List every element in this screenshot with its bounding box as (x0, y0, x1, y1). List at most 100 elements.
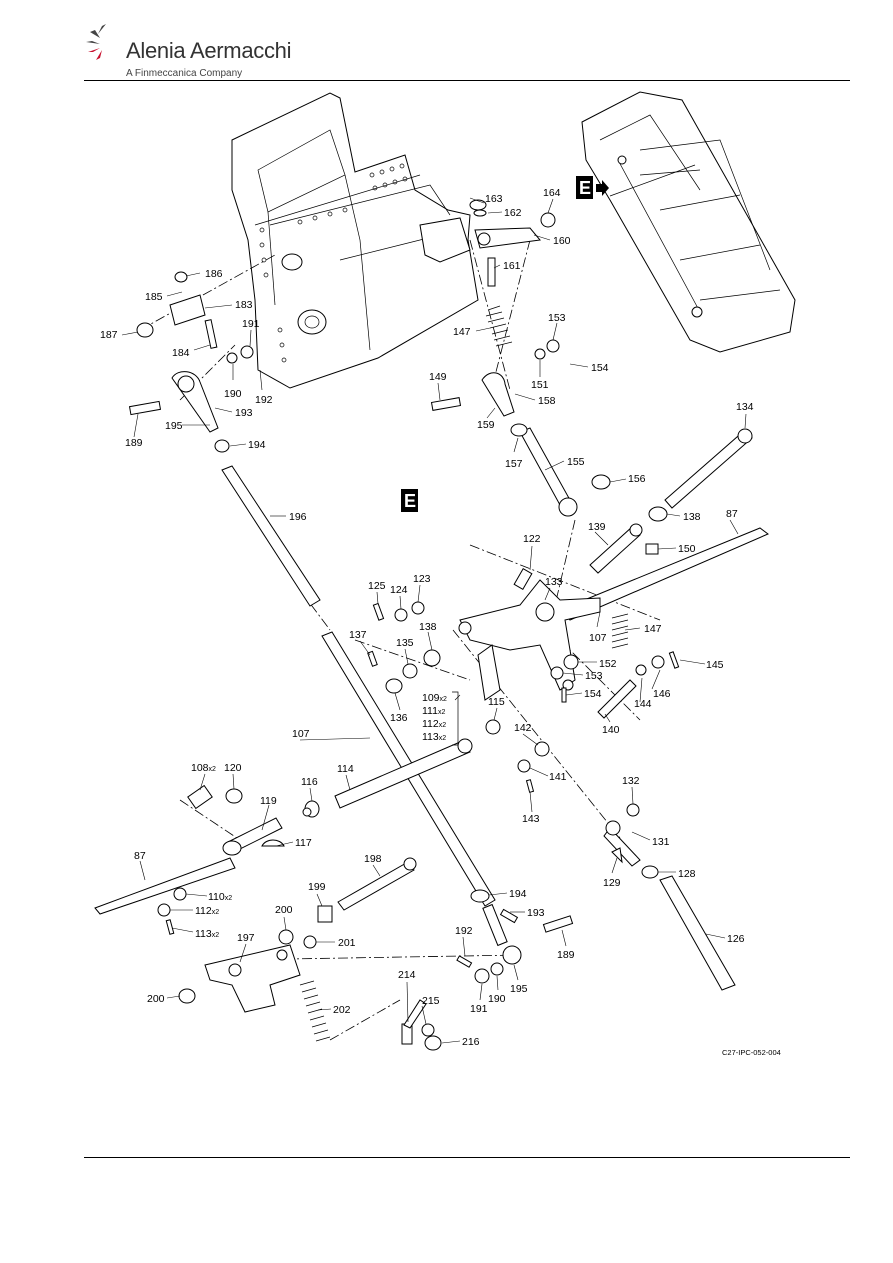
callout-147: 147 (453, 326, 471, 338)
callout-115: 115 (488, 696, 505, 708)
callout-185: 185 (145, 291, 163, 303)
callout-110: 110x2 (208, 891, 232, 903)
callout-200-b: 200 (147, 993, 165, 1005)
callout-215: 215 (422, 995, 440, 1007)
callout-131: 131 (652, 836, 670, 848)
callout-123: 123 (413, 573, 431, 585)
callout-144: 144 (634, 698, 652, 710)
callout-191: 191 (242, 318, 260, 330)
rod-139 (589, 523, 643, 574)
callout-149: 149 (429, 371, 447, 383)
callout-199: 199 (308, 881, 326, 893)
rod-114 (334, 738, 473, 809)
svg-text:E: E (404, 491, 416, 511)
callout-190-b: 190 (488, 993, 506, 1005)
callout-134: 134 (736, 401, 754, 413)
brand-subtitle: A Finmeccanica Company (126, 68, 243, 79)
callout-195-b: 195 (510, 983, 528, 995)
callout-191-b: 191 (470, 1003, 488, 1015)
callout-186: 186 (205, 268, 223, 280)
callout-155: 155 (567, 456, 585, 468)
callout-163: 163 (485, 193, 503, 205)
spring-147-lower (611, 613, 629, 649)
callout-132: 132 (622, 775, 640, 787)
callout-193-b: 193 (527, 907, 545, 919)
callout-216: 216 (462, 1036, 480, 1048)
callout-157: 157 (505, 458, 523, 470)
callout-158: 158 (538, 395, 556, 407)
callout-112: 112x2 (195, 905, 219, 917)
callout-126: 126 (727, 933, 745, 945)
callout-135: 135 (396, 637, 414, 649)
rod-155 (519, 427, 578, 517)
callout-156: 156 (628, 473, 646, 485)
rod-198 (337, 857, 417, 911)
callout-120: 120 (224, 762, 242, 774)
callout-160: 160 (553, 235, 571, 247)
callout-87: 87 (726, 508, 738, 520)
callout-153: 153 (548, 312, 566, 324)
callout-154: 154 (591, 362, 609, 374)
callout-187: 187 (100, 329, 118, 341)
callout-184: 184 (172, 347, 190, 359)
callout-107: 107 (589, 632, 607, 644)
callout-111: 111x2 (422, 705, 445, 717)
callout-202: 202 (333, 1004, 351, 1016)
callout-138: 138 (683, 511, 701, 523)
callout-145: 145 (706, 659, 724, 671)
svg-text:E: E (579, 178, 591, 198)
callout-196: 196 (289, 511, 307, 523)
callout-133: 133 (545, 576, 563, 588)
lever-197 (204, 944, 301, 1013)
callout-139: 139 (588, 521, 606, 533)
view-e-marker: E (401, 489, 418, 512)
callout-159: 159 (477, 419, 495, 431)
grouped-callouts-109-113: 109x2 111x2 112x2 113x2 (422, 691, 459, 746)
callout-143: 143 (522, 813, 540, 825)
callout-161: 161 (503, 260, 521, 272)
callout-194-b: 194 (509, 888, 527, 900)
callout-112-group: 112x2 (422, 718, 446, 730)
callout-164: 164 (543, 187, 561, 199)
callout-119: 119 (260, 795, 277, 807)
footer-rule (84, 1157, 850, 1158)
header-rule (84, 80, 850, 81)
rod-assembly-196 (171, 371, 496, 907)
hardware-items (128, 199, 680, 1051)
callout-162: 162 (504, 207, 522, 219)
rod-87-lower (94, 857, 236, 915)
view-e-marker-inset: E (576, 176, 609, 199)
callout-153-b: 153 (585, 670, 603, 682)
callout-107-b: 107 (292, 728, 310, 740)
callout-140: 140 (602, 724, 620, 736)
callout-189-b: 189 (557, 949, 575, 961)
support-bracket-structure (231, 92, 479, 389)
callout-197: 197 (237, 932, 255, 944)
callout-136: 136 (390, 712, 408, 724)
callout-124: 124 (390, 584, 408, 596)
location-inset-view (581, 91, 796, 353)
callout-113: 113x2 (195, 928, 219, 940)
callout-198: 198 (364, 853, 382, 865)
callout-113-group: 113x2 (422, 731, 446, 743)
callout-183: 183 (235, 299, 253, 311)
callout-125: 125 (368, 580, 386, 592)
callout-87-b: 87 (134, 850, 146, 862)
callout-146: 146 (653, 688, 671, 700)
callout-150: 150 (678, 543, 696, 555)
callout-151: 151 (531, 379, 549, 391)
callout-200: 200 (275, 904, 293, 916)
callout-190: 190 (224, 388, 242, 400)
spring-147-upper (485, 305, 513, 347)
callout-137: 137 (349, 629, 367, 641)
callout-109: 109x2 (422, 692, 447, 704)
callout-leader-lines (121, 197, 747, 1044)
callout-128: 128 (678, 868, 696, 880)
callout-152: 152 (599, 658, 617, 670)
callout-194: 194 (248, 439, 266, 451)
callout-192-b: 192 (455, 925, 473, 937)
callout-193: 193 (235, 407, 253, 419)
callout-201: 201 (338, 937, 356, 949)
